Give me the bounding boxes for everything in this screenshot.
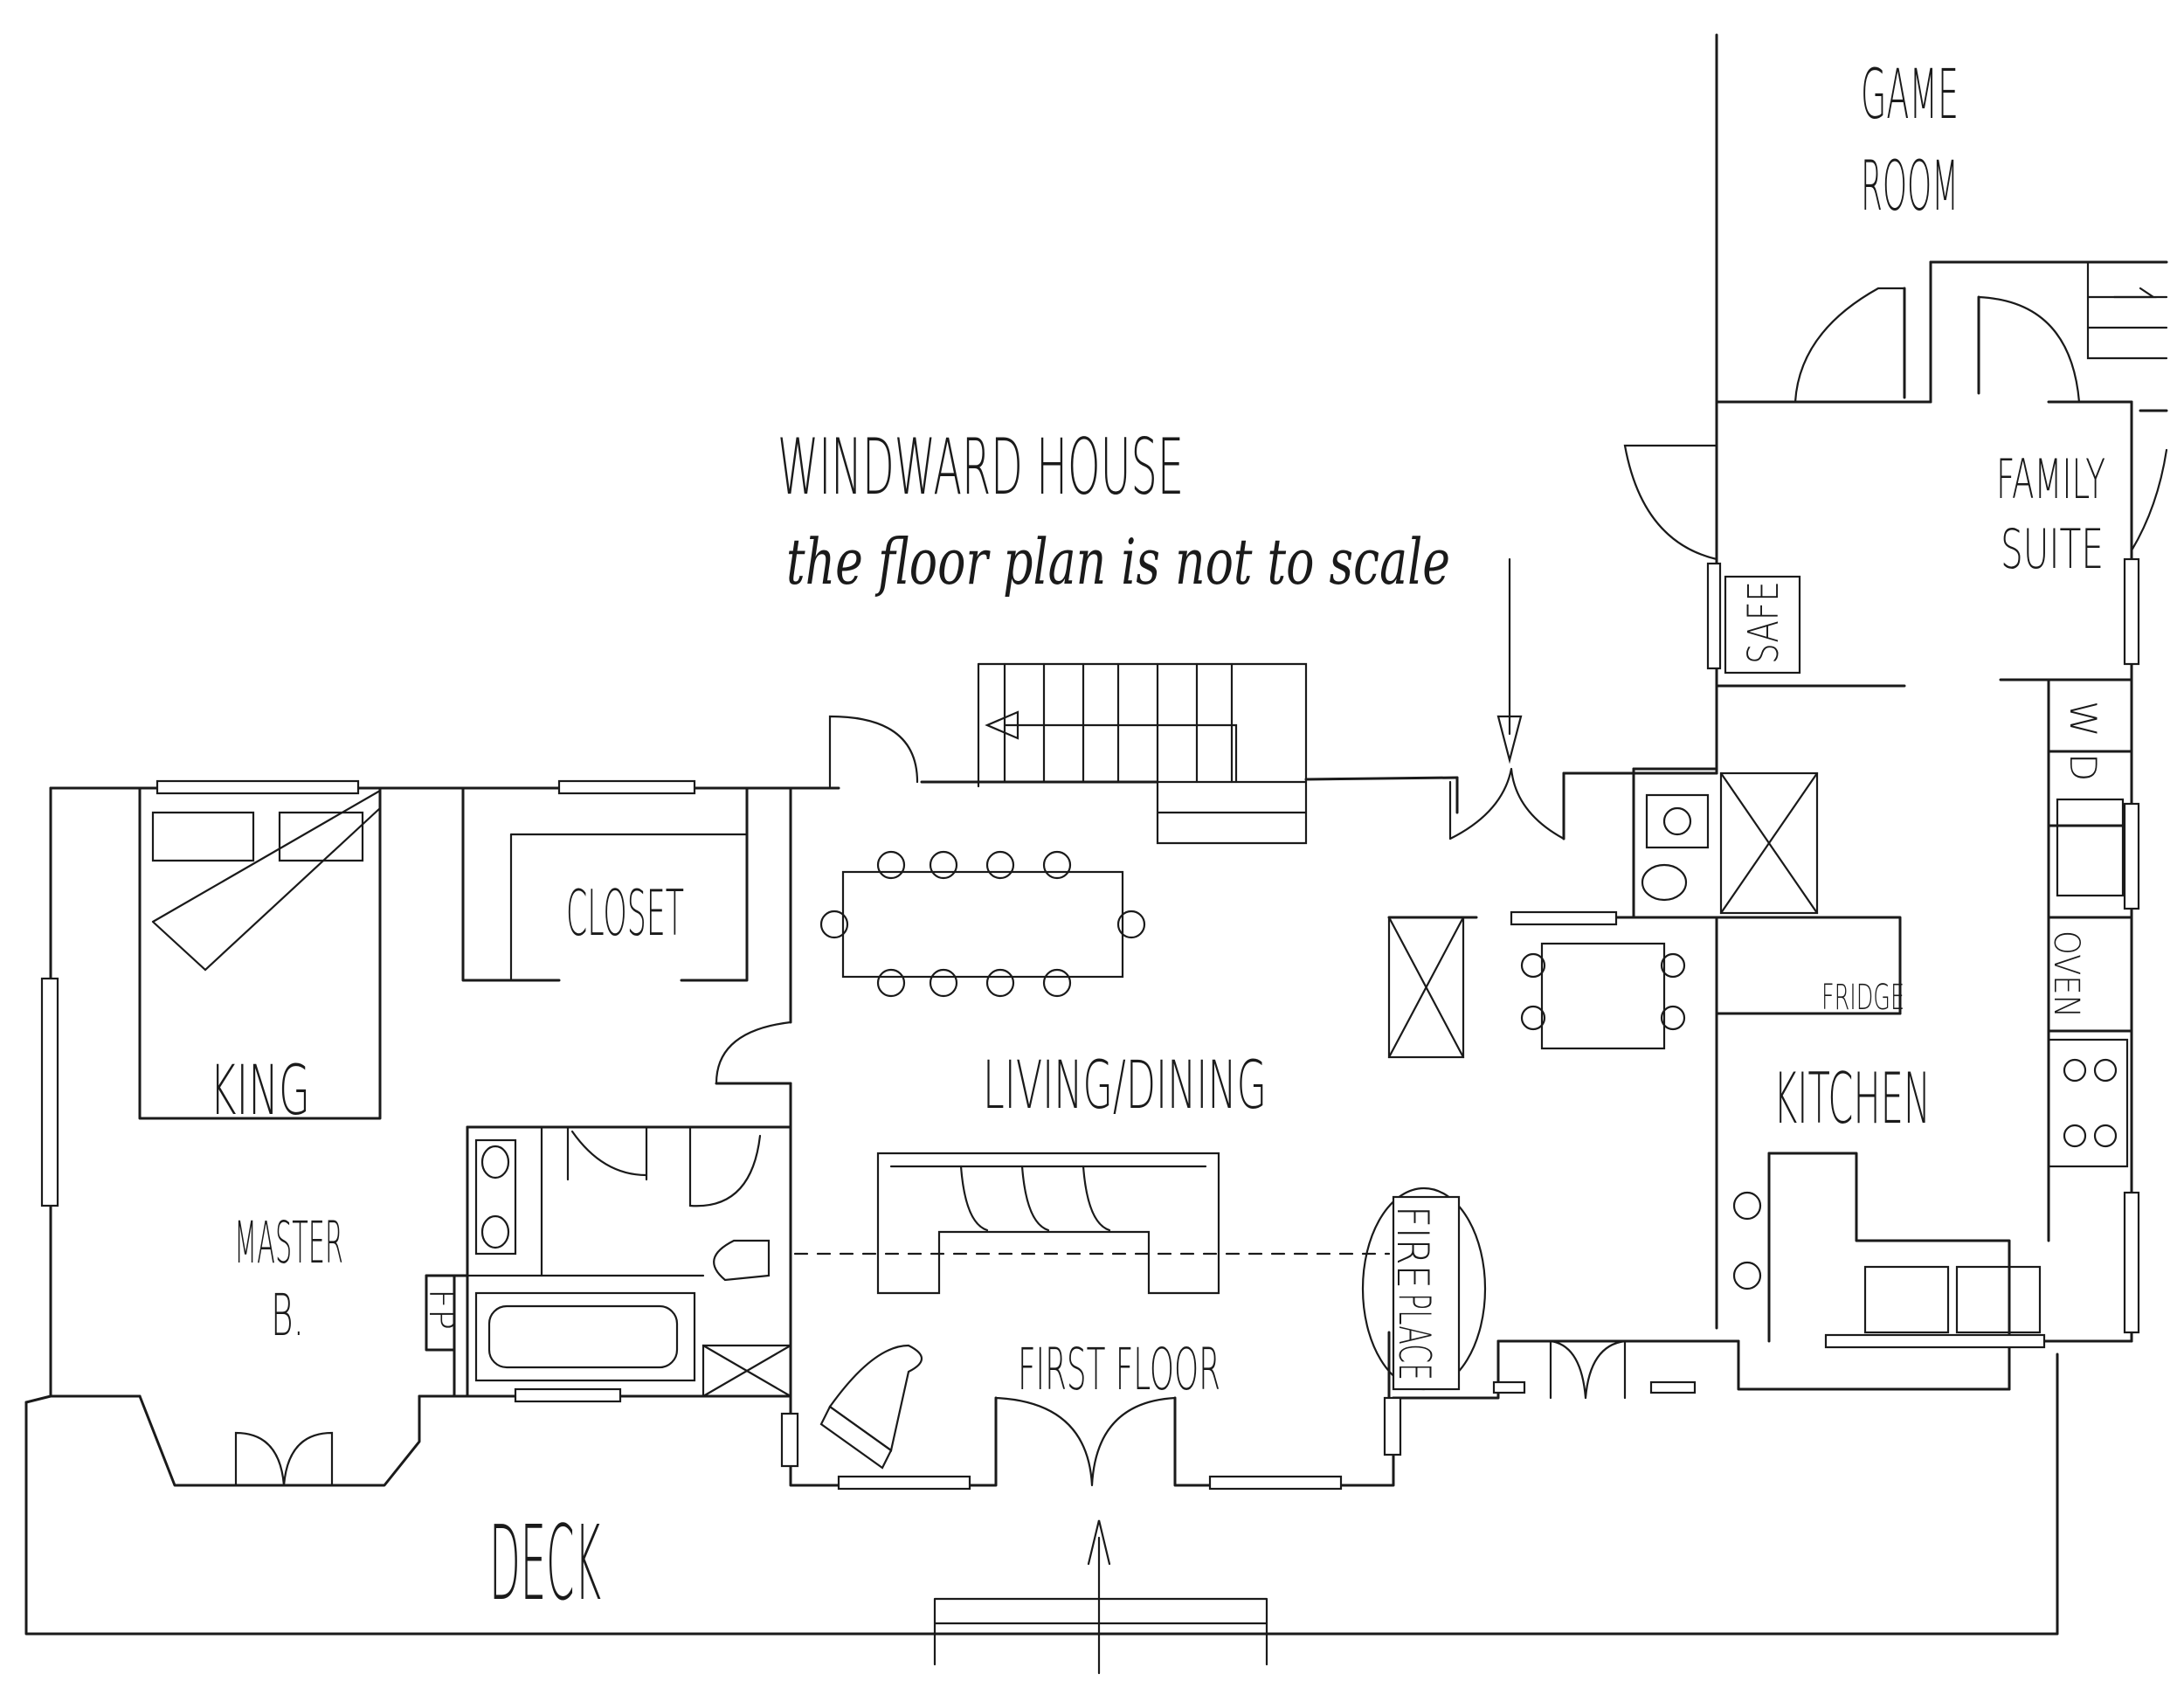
plan-subtitle: the floor plan is not to scale	[786, 525, 1450, 598]
label-first-floor: FIRST FLOOR	[1018, 1336, 1220, 1403]
windows	[40, 557, 2140, 1491]
sofa	[876, 1152, 1220, 1295]
label-fireplace-1: FIRE	[1387, 1206, 1438, 1289]
piano	[819, 1344, 923, 1470]
label-fp: FP	[421, 1289, 461, 1330]
label-game-room-1: GAME	[1861, 56, 1959, 135]
entry-arrow-bottom	[933, 1519, 1268, 1675]
label-fireplace-2: PLACE	[1389, 1293, 1440, 1380]
label-game-room-2: ROOM	[1861, 148, 1959, 226]
label-oven: OVEN	[2046, 930, 2086, 1018]
label-deck: DECK	[489, 1503, 601, 1623]
label-master-2: B.	[271, 1282, 304, 1349]
label-closet: CLOSET	[566, 876, 684, 950]
main-stairs	[977, 662, 1308, 845]
label-fridge: FRIDGE	[1821, 978, 1904, 1018]
plan-title: WINDWARD HOUSE	[778, 422, 1184, 512]
entry-arrow-top	[1496, 557, 1523, 764]
master-bath-fixtures	[474, 1138, 771, 1382]
half-bath-fixtures	[1641, 793, 1710, 902]
king-bed	[138, 786, 382, 1120]
kitchen-table	[1520, 942, 1686, 1050]
kitchen-appliances	[1387, 771, 2129, 1334]
label-kitchen: KITCHEN	[1773, 1058, 1931, 1139]
safe-box	[1724, 575, 1801, 675]
label-safe: SAFE	[1739, 581, 1788, 664]
label-dryer: D	[2062, 753, 2105, 781]
label-master-1: MASTER	[234, 1209, 343, 1276]
upper-stairs	[2086, 260, 2168, 360]
dining-table	[819, 850, 1146, 998]
label-king: KING	[210, 1052, 310, 1131]
label-family-suite-1: FAMILY	[1996, 447, 2105, 511]
fireplace	[1361, 1186, 1487, 1391]
label-living-dining: LIVING/DINING	[983, 1046, 1267, 1124]
label-washer: W	[2062, 701, 2105, 737]
doors	[234, 287, 2168, 1487]
label-family-suite-2: SUITE	[2001, 517, 2104, 581]
